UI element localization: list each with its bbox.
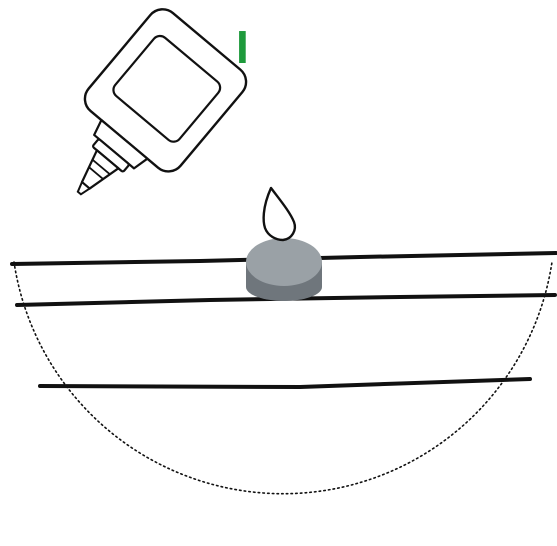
glue-bottle-icon — [76, 8, 248, 196]
nozzle-ring-2 — [88, 166, 104, 180]
zoom-boundary — [13, 261, 553, 495]
nozzle-tip — [76, 180, 92, 196]
droplet-icon — [262, 186, 297, 242]
step-label: I — [236, 21, 249, 73]
surface-line-bottom — [38, 377, 532, 390]
cap-top — [246, 238, 322, 286]
bottle-label-panel — [112, 34, 222, 143]
round-cap-icon — [246, 238, 322, 301]
bottle-shoulder — [93, 119, 149, 170]
nozzle-ring-1 — [92, 159, 111, 175]
